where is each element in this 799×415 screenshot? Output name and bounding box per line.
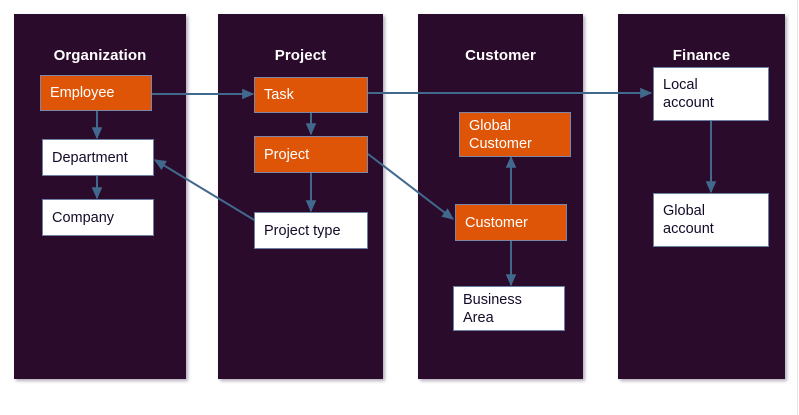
panel-title-project: Project xyxy=(274,47,327,64)
node-employee[interactable]: Employee xyxy=(40,75,152,111)
right-edge-rule xyxy=(797,0,798,415)
node-local-account[interactable]: Local account xyxy=(653,67,769,121)
node-task-label: Task xyxy=(264,87,294,103)
node-local-account-label-line2: account xyxy=(663,95,714,111)
panel-organization[interactable]: Organization xyxy=(14,14,186,379)
node-customer[interactable]: Customer xyxy=(455,204,567,241)
node-project[interactable]: Project xyxy=(254,136,368,173)
node-employee-label: Employee xyxy=(50,85,115,101)
panel-title-organization: Organization xyxy=(53,47,147,64)
panel-project[interactable]: Project xyxy=(218,14,383,379)
node-global-account-label: Global account xyxy=(663,202,714,238)
node-business-area-label-line2: Area xyxy=(463,309,494,326)
node-business-area-label: Business Area xyxy=(463,291,522,327)
panel-title-finance: Finance xyxy=(672,47,731,64)
node-global-customer-label-line1: Global xyxy=(469,117,511,134)
node-department[interactable]: Department xyxy=(42,139,154,176)
node-customer-label: Customer xyxy=(465,214,528,231)
node-project-label: Project xyxy=(264,146,310,163)
panel-title-customer: Customer xyxy=(465,47,536,64)
node-department-label: Department xyxy=(52,149,128,166)
node-global-account[interactable]: Global account xyxy=(653,193,769,247)
node-project-type[interactable]: Project type xyxy=(254,212,368,249)
node-project-type-label: Project type xyxy=(264,222,341,239)
node-global-account-label-line1: Global xyxy=(663,203,705,219)
node-global-customer-label: Global Customer xyxy=(469,117,532,153)
node-task[interactable]: Task xyxy=(254,77,368,113)
node-global-customer-label-line2: Customer xyxy=(469,135,532,152)
node-company[interactable]: Company xyxy=(42,199,154,236)
node-company-label: Company xyxy=(52,209,115,226)
node-global-customer[interactable]: Global Customer xyxy=(459,112,571,157)
node-global-account-label-line2: account xyxy=(663,221,714,237)
node-local-account-label-line1: Local xyxy=(663,77,698,93)
node-business-area-label-line1: Business xyxy=(463,291,522,308)
node-local-account-label: Local account xyxy=(663,76,714,112)
node-business-area[interactable]: Business Area xyxy=(453,286,565,331)
